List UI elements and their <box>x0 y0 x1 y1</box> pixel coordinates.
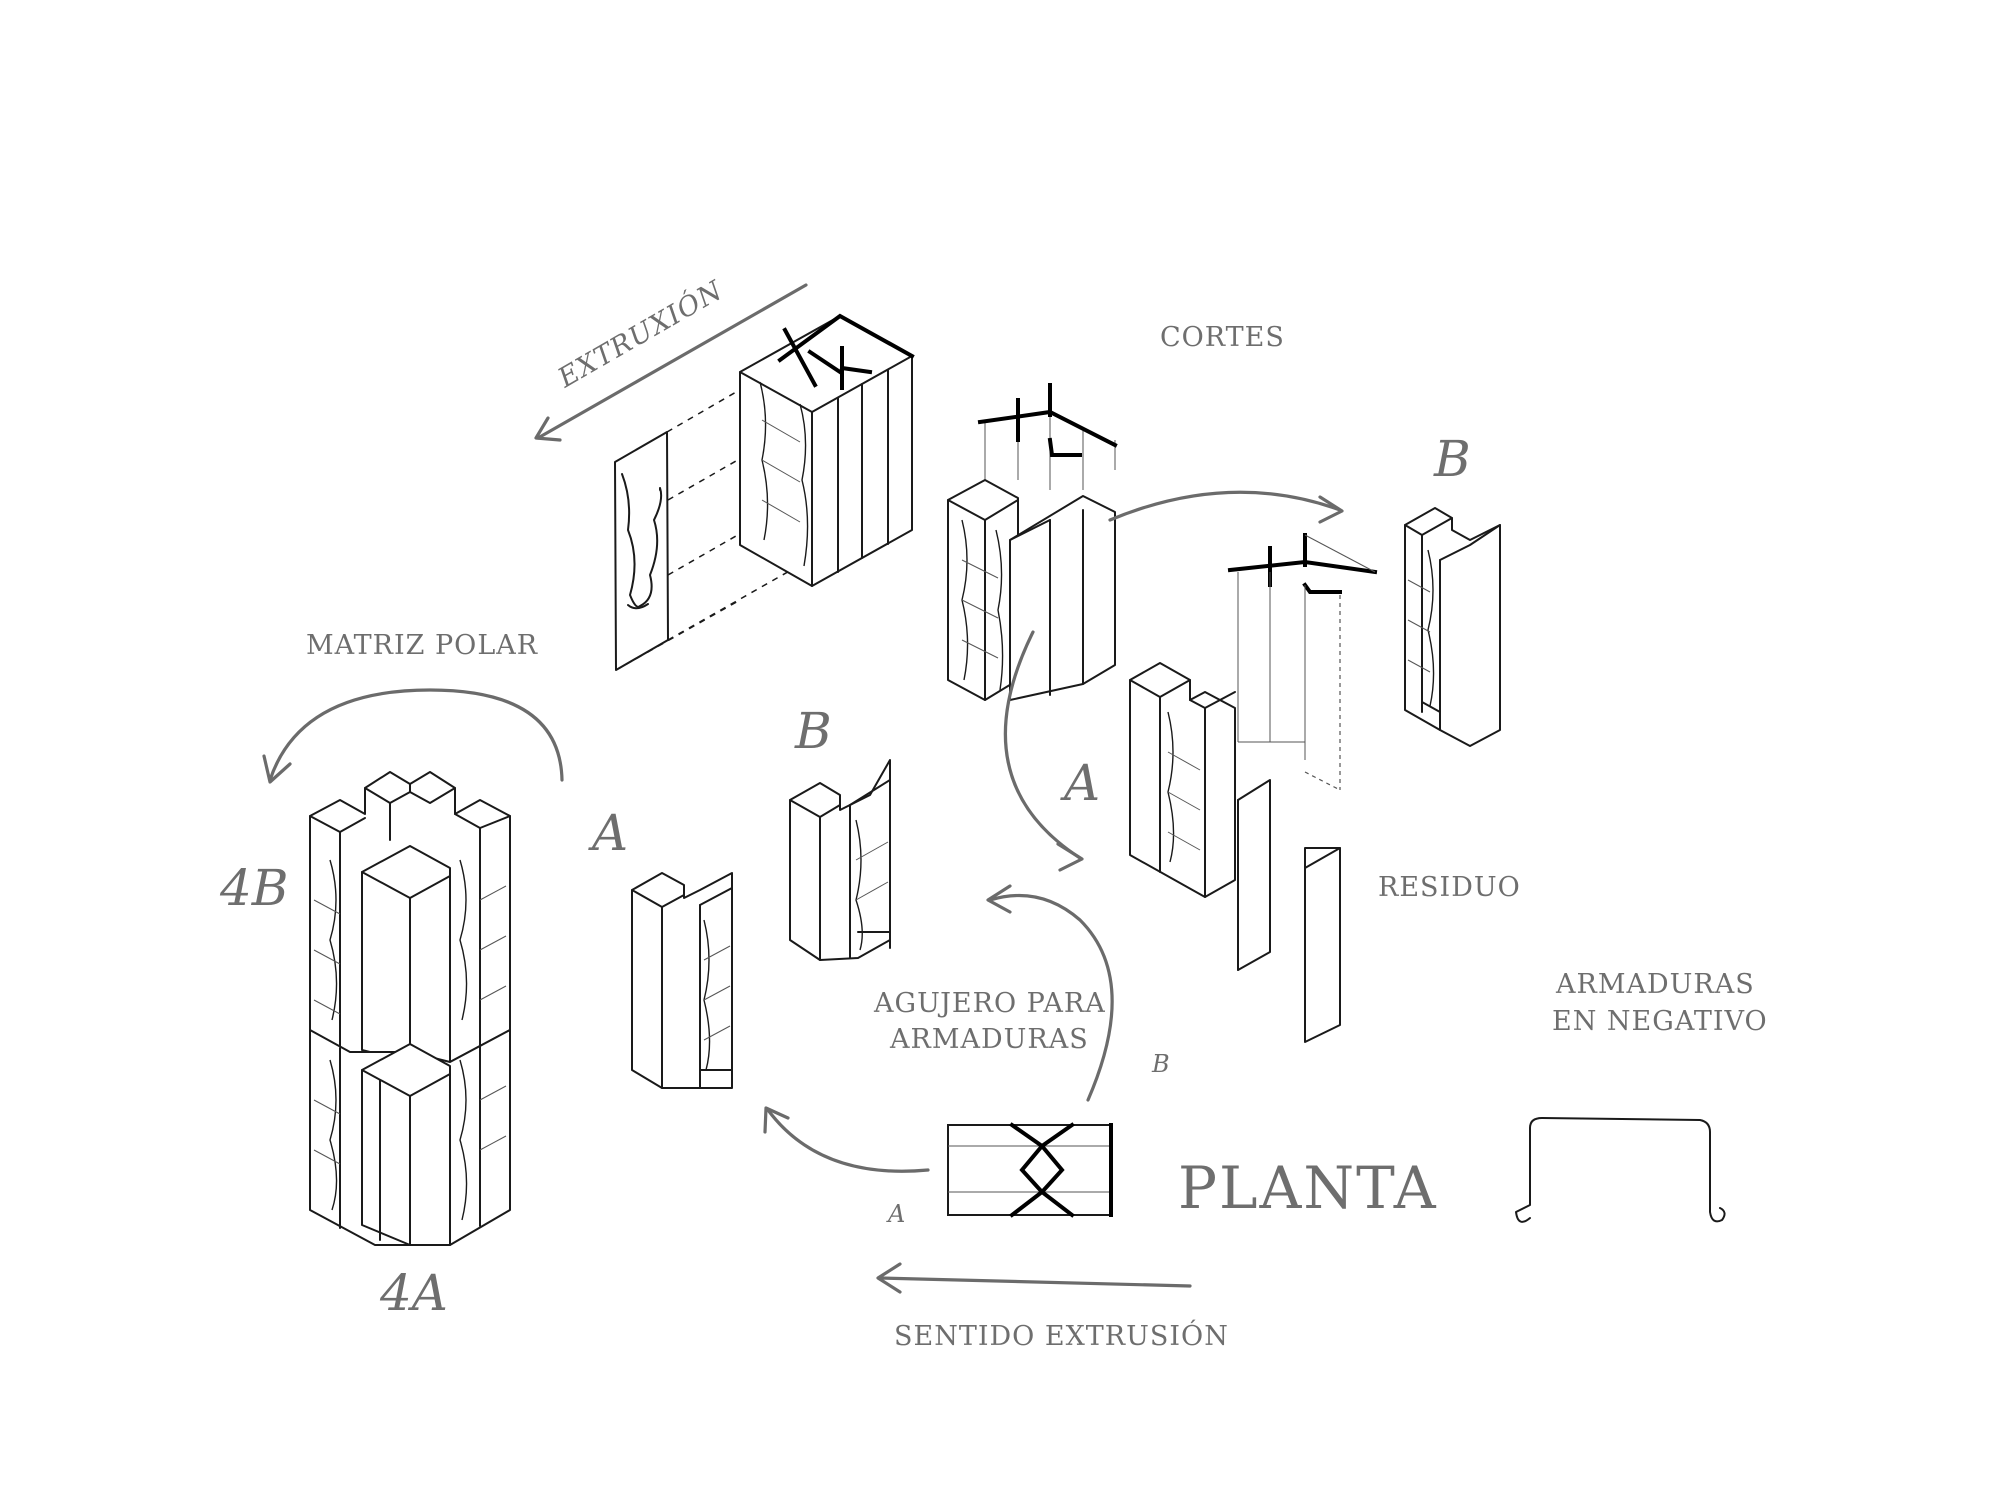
extrusion-label: EXTRUXIÓN <box>551 272 729 394</box>
arrow-plan-to-b <box>988 893 1114 1102</box>
extrusion-step: EXTRUXIÓN <box>534 272 915 671</box>
extrusion-arrow <box>536 283 808 440</box>
plan-view <box>947 1122 1113 1218</box>
residue-pieces <box>1237 779 1341 1043</box>
piece-a-label-right: A <box>1060 754 1100 812</box>
arrow-plan-to-a <box>766 1108 930 1173</box>
extruded-block <box>739 313 915 587</box>
piece-a-right <box>1129 662 1236 898</box>
rebar-negative-shape <box>1515 1117 1726 1223</box>
extrusion-arrowhead <box>534 416 562 442</box>
residuo-label: RESIDUO <box>1378 872 1521 903</box>
planta-label: PLANTA <box>1178 1154 1438 1222</box>
piece-a-label-center: A <box>588 804 628 862</box>
plan-a-label: A <box>886 1200 905 1228</box>
assembly-4b-label: 4B <box>219 859 289 917</box>
piece-b-center <box>789 759 891 961</box>
matriz-polar-label: MATRIZ POLAR <box>306 630 538 661</box>
piece-a-center <box>631 872 733 1089</box>
arrow-to-piece-a <box>1003 630 1082 860</box>
sentido-extrusion-label: SENTIDO EXTRUSIÓN <box>894 1318 1229 1352</box>
extrusion-direction-arrow <box>878 1276 1192 1288</box>
assembly-4a-label: 4A <box>379 1264 448 1322</box>
piece-b-label-center: B <box>794 702 832 760</box>
polar-array-arrow <box>268 688 564 782</box>
assembly-4a-4b <box>309 771 511 1246</box>
agujero-label-line2: ARMADURAS <box>889 1024 1089 1055</box>
piece-b-right <box>1404 507 1501 747</box>
cortes-label: CORTES <box>1160 322 1285 353</box>
armaduras-label-line1: ARMADURAS <box>1555 969 1755 1000</box>
cut-outlines <box>1227 533 1378 791</box>
plan-b-label: B <box>1151 1050 1170 1078</box>
profile-section <box>614 361 801 671</box>
arrow-to-piece-b <box>1108 490 1342 522</box>
armaduras-label-line2: EN NEGATIVO <box>1552 1006 1768 1037</box>
cut-block <box>947 383 1118 701</box>
agujero-label-line1: AGUJERO PARA <box>873 988 1106 1019</box>
piece-b-label-right: B <box>1433 430 1471 488</box>
